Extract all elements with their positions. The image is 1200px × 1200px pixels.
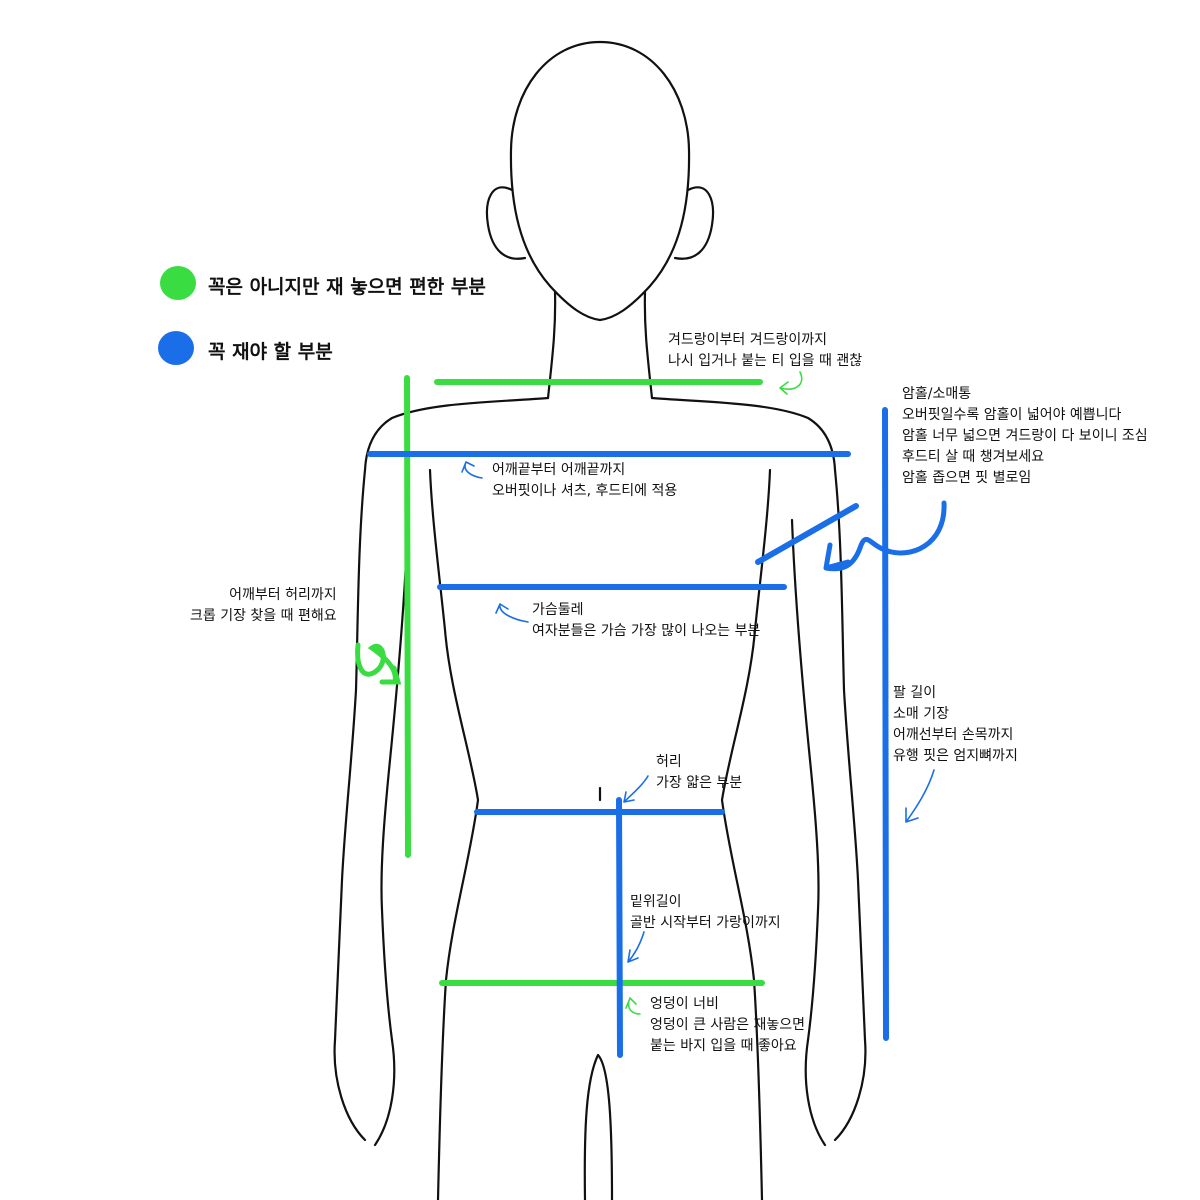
body-outline	[333, 40, 867, 1200]
shoulder-left	[363, 396, 550, 472]
arm-right-outer	[833, 468, 867, 1042]
length-arrow	[355, 642, 402, 685]
shoulder-note: 어깨끝부터 어깨끝까지 오버핏이나 셔츠, 후드티에 적용	[492, 462, 678, 499]
chest-note: 가슴둘레 여자분들은 가슴 가장 많이 나오는 부분	[532, 602, 761, 639]
neck-right	[643, 290, 654, 400]
rise-line	[616, 797, 623, 1058]
blue-legend-dot	[158, 331, 194, 365]
arm-left-outer	[333, 468, 367, 1042]
neck-note: 겨드랑이부터 겨드랑이까지 나시 입거나 붙는 티 입을 때 괜찮	[668, 332, 863, 369]
hand-left	[333, 1038, 396, 1147]
head-outline	[509, 40, 691, 322]
green-legend-dot	[160, 266, 196, 300]
arm-right-inner	[790, 518, 820, 1042]
torso-left	[428, 468, 480, 1200]
armhole-swirl-arrow	[823, 500, 947, 572]
torso-length-line	[404, 375, 411, 858]
rise-arrow-icon	[627, 931, 645, 963]
armhole-note: 암홀/소매통 오버핏일수록 암홀이 넓어야 예쁩니다 암홀 너무 넓으면 겨드랑…	[902, 386, 1148, 486]
rise-note: 밑위길이 골반 시작부터 가랑이까지	[630, 894, 781, 931]
neck-left	[546, 290, 557, 400]
sleeve-arrow-icon	[905, 769, 935, 823]
annotation-arrows	[461, 371, 935, 1015]
hip-arrow-icon	[625, 997, 641, 1015]
armhole-line	[755, 503, 859, 565]
blue-legend-label: 꼭 재야 할 부분	[208, 341, 333, 363]
green-legend-label: 꼭은 아니지만 재 놓으면 편한 부분	[208, 276, 486, 298]
ear-left	[486, 186, 527, 260]
inner-leg	[583, 1053, 614, 1200]
chest-arrow-icon	[495, 603, 529, 623]
hand-right	[804, 1038, 867, 1147]
waist-note: 허리 가장 얇은 부분	[656, 754, 743, 791]
shoulder-arrow-icon	[461, 461, 483, 479]
ear-right	[673, 186, 714, 260]
sleeve-length-line	[882, 407, 889, 1041]
arm-left-inner	[380, 518, 410, 1042]
blue-lines	[367, 407, 947, 1058]
sleeve-note: 팔 길이 소매 기장 어깨선부터 손목까지 유행 핏은 엄지뼈까지	[893, 685, 1018, 764]
torso-right	[720, 468, 772, 1200]
waist-arrow-icon	[623, 775, 649, 803]
length-note: 어깨부터 허리까지 크롭 기장 찾을 때 편해요	[190, 587, 337, 624]
shoulder-right	[650, 396, 837, 472]
hip-note: 엉덩이 너비 엉덩이 큰 사람은 재놓으면 붙는 바지 입을 때 좋아요	[650, 996, 806, 1054]
green-lines	[355, 375, 765, 986]
neck-arrow-icon	[779, 371, 803, 395]
